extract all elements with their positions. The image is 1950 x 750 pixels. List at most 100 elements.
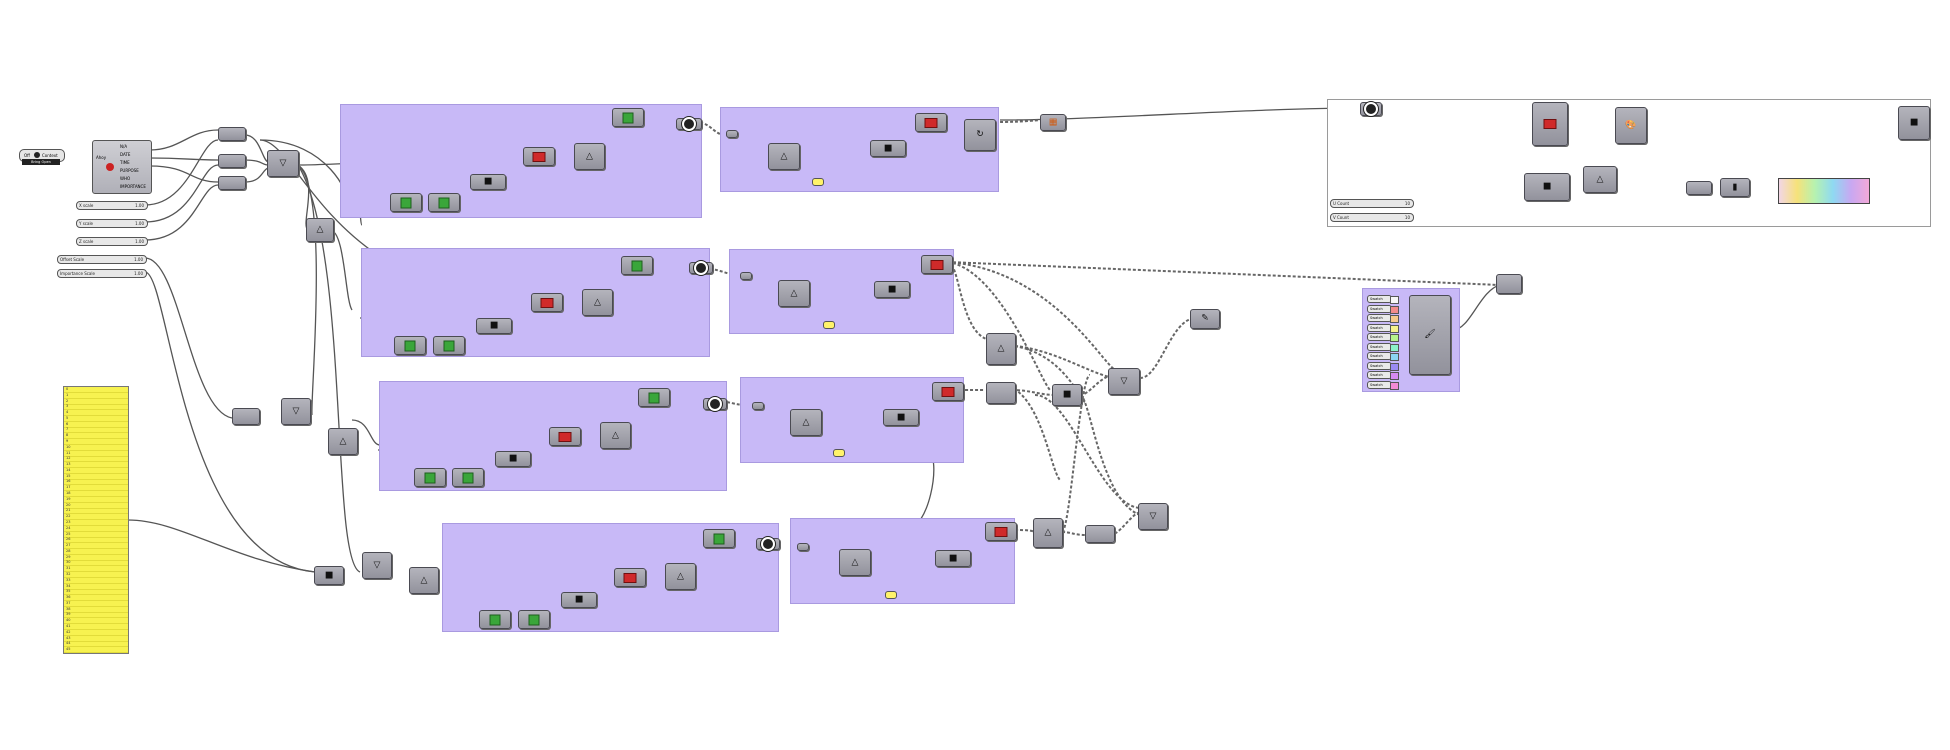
color-swatch[interactable]: Swatch (1367, 304, 1399, 314)
slider-u-count[interactable]: U Count 10 (1330, 199, 1414, 208)
range-component[interactable] (479, 610, 511, 629)
merge-component[interactable]: ▽ (267, 150, 299, 177)
group-row2-b[interactable] (729, 249, 954, 334)
merge-component[interactable]: ▽ (1108, 368, 1140, 395)
construct-component[interactable]: ■ (495, 451, 531, 467)
relay-component[interactable] (726, 130, 738, 138)
relay-component[interactable] (986, 382, 1016, 404)
param-component[interactable]: ▮ (1720, 178, 1750, 197)
display-component[interactable] (1496, 274, 1522, 294)
merge-component[interactable]: ▽ (281, 398, 311, 425)
relay-component[interactable] (1686, 181, 1712, 195)
number-panel[interactable] (812, 178, 824, 186)
series-component[interactable] (433, 336, 465, 355)
vector-component[interactable]: △ (790, 409, 822, 436)
color-swatch[interactable]: Swatch (1367, 371, 1399, 380)
construct-component[interactable]: ■ (883, 409, 919, 426)
color-swatch[interactable]: Swatch (1367, 361, 1399, 371)
color-swatch[interactable]: Swatch (1367, 380, 1399, 390)
construct-component[interactable]: ■ (874, 281, 910, 298)
series-component[interactable] (452, 468, 484, 487)
evaluate-component[interactable]: ■ (1524, 173, 1570, 201)
group-row1-b[interactable] (720, 107, 999, 192)
color-swatch[interactable]: Swatch (1367, 342, 1399, 352)
cluster-component[interactable] (676, 117, 702, 131)
relay-component[interactable] (740, 272, 752, 280)
construct-component[interactable]: ■ (476, 318, 512, 334)
transform-component[interactable] (549, 427, 581, 446)
color-swatch[interactable]: Swatch (1367, 314, 1399, 323)
deconstruct-component[interactable]: △ (328, 428, 358, 455)
construct-component[interactable]: ■ (561, 592, 597, 608)
number-panel[interactable] (823, 321, 835, 329)
merge-component[interactable]: ▽ (362, 552, 392, 579)
rotate-component[interactable]: ↻ (964, 119, 996, 151)
slider-importance-scale[interactable]: Importance Scale 1.00 (57, 269, 147, 278)
merge-component[interactable]: ▽ (1138, 503, 1168, 530)
group-row4-b[interactable] (790, 518, 1015, 604)
preview-component[interactable]: ■ (1898, 106, 1930, 140)
deconstruct-component[interactable]: △ (986, 333, 1016, 365)
transform-component[interactable] (932, 382, 964, 401)
pen-component[interactable]: ✎ (1190, 309, 1220, 329)
list-component[interactable] (703, 529, 735, 548)
relay-component[interactable] (797, 543, 809, 551)
number-panel[interactable] (833, 449, 845, 457)
deconstruct-component[interactable]: △ (1033, 518, 1063, 548)
slider-v-count[interactable]: V Count 10 (1330, 213, 1414, 222)
construct-component[interactable]: ■ (935, 550, 971, 567)
color-swatch[interactable]: Swatch (1367, 333, 1399, 342)
slider-offset-scale[interactable]: Offset Scale 1.00 (57, 255, 147, 264)
transform-component[interactable] (915, 113, 947, 132)
vector-component[interactable]: △ (778, 280, 810, 307)
vector-component[interactable]: △ (768, 143, 800, 170)
group-row3-b[interactable] (740, 377, 964, 463)
grid-component[interactable]: ▦ (1040, 114, 1066, 131)
relay-component[interactable] (218, 154, 246, 168)
deconstruct-component[interactable]: △ (1583, 166, 1617, 193)
number-panel[interactable] (885, 591, 897, 599)
deconstruct-component[interactable]: △ (306, 218, 334, 242)
series-component[interactable] (518, 610, 550, 629)
relay-component[interactable] (232, 408, 260, 425)
list-component[interactable] (638, 388, 670, 407)
vector-component[interactable]: △ (574, 143, 605, 170)
list-component[interactable] (621, 256, 653, 275)
gradient-preview[interactable] (1778, 178, 1870, 204)
surface-component[interactable] (1532, 102, 1568, 146)
gradient-component[interactable]: 🖌 (1409, 295, 1451, 375)
range-component[interactable] (394, 336, 426, 355)
relay-component[interactable] (218, 176, 246, 190)
relay-component[interactable] (752, 402, 764, 410)
slider-z-scale[interactable]: Z scale 1.00 (76, 237, 148, 246)
slider-y-scale[interactable]: Y scale 1.00 (76, 219, 148, 228)
color-swatch[interactable]: Swatch (1367, 323, 1399, 333)
transform-component[interactable] (523, 147, 555, 166)
context-component[interactable]: Ahoy N/A DATE TIME PURPOSE WHO IMPORTANC… (92, 140, 152, 194)
cluster-component[interactable] (1360, 102, 1382, 116)
construct-component[interactable]: ■ (870, 140, 906, 157)
construct-component[interactable]: ■ (470, 174, 506, 190)
vector-component[interactable]: △ (582, 289, 613, 316)
transform-component[interactable] (921, 255, 953, 274)
cluster-component[interactable] (703, 397, 727, 411)
merge-component[interactable]: ■ (1052, 384, 1082, 406)
color-component[interactable]: 🎨 (1615, 107, 1647, 144)
slider-x-scale[interactable]: X scale 1.00 (76, 201, 148, 210)
relay-component[interactable] (1085, 525, 1115, 543)
relay-component[interactable] (218, 127, 246, 141)
cluster-component[interactable] (689, 261, 713, 275)
vector-component[interactable]: △ (600, 422, 631, 449)
series-component[interactable] (428, 193, 460, 212)
relay-component[interactable]: ■ (314, 566, 344, 585)
deconstruct-component[interactable]: △ (409, 567, 439, 594)
range-component[interactable] (414, 468, 446, 487)
transform-component[interactable] (985, 522, 1017, 541)
list-component[interactable] (612, 108, 644, 127)
transform-component[interactable] (614, 568, 646, 587)
color-swatch[interactable]: Swatch (1367, 295, 1399, 304)
color-swatch[interactable]: Swatch (1367, 352, 1399, 361)
